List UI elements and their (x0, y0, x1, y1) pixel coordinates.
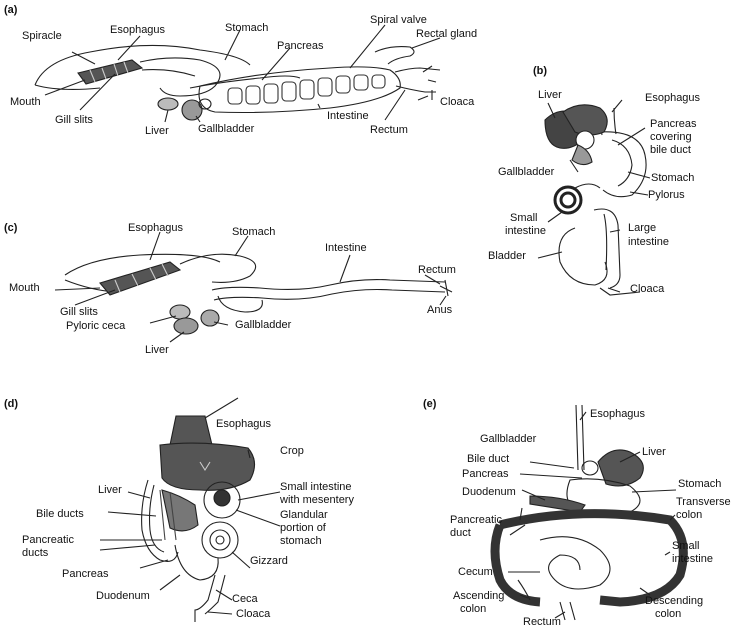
label-c-gill-slits: Gill slits (60, 306, 98, 318)
label-c-stomach: Stomach (232, 226, 275, 238)
label-e-ascending-1: Ascending (453, 590, 504, 602)
label-d-cloaca: Cloaca (236, 608, 270, 620)
label-b-gallbladder: Gallbladder (498, 166, 554, 178)
panel-a-drawing (35, 25, 440, 122)
label-b-pylorus: Pylorus (648, 189, 685, 201)
label-a-esophagus: Esophagus (110, 24, 165, 36)
panel-a-letter: (a) (4, 4, 17, 16)
label-c-liver: Liver (145, 344, 169, 356)
label-a-liver: Liver (145, 125, 169, 137)
label-d-pancreas: Pancreas (62, 568, 108, 580)
label-b-small-intestine-1: Small (510, 212, 538, 224)
label-e-duodenum: Duodenum (462, 486, 516, 498)
label-b-stomach: Stomach (651, 172, 694, 184)
label-e-small-intestine-2: intestine (672, 553, 713, 565)
label-e-descending-2: colon (655, 608, 681, 620)
panel-c-letter: (c) (4, 222, 17, 234)
label-e-ascending-2: colon (460, 603, 486, 615)
label-e-cecum: Cecum (458, 566, 493, 578)
label-b-large-intestine-1: Large (628, 222, 656, 234)
label-b-pancreas-1: Pancreas (650, 118, 696, 130)
label-e-bile-duct: Bile duct (467, 453, 509, 465)
label-d-ceca: Ceca (232, 593, 258, 605)
label-b-small-intestine-2: intestine (505, 225, 546, 237)
label-c-pyloric-ceca: Pyloric ceca (66, 320, 125, 332)
label-c-anus: Anus (427, 304, 452, 316)
label-d-crop: Crop (280, 445, 304, 457)
label-c-intestine: Intestine (325, 242, 367, 254)
panel-b-letter: (b) (533, 65, 547, 77)
label-c-mouth: Mouth (9, 282, 40, 294)
panel-d-drawing (100, 398, 280, 622)
label-b-pancreas-3: bile duct (650, 144, 691, 156)
label-c-rectum: Rectum (418, 264, 456, 276)
label-d-bile-ducts: Bile ducts (36, 508, 84, 520)
label-b-pancreas-2: covering (650, 131, 692, 143)
panel-b-drawing (538, 100, 650, 295)
label-a-intestine: Intestine (327, 110, 369, 122)
label-b-liver: Liver (538, 89, 562, 101)
label-a-spiral-valve: Spiral valve (370, 14, 427, 26)
label-e-transverse-1: Transverse (676, 496, 731, 508)
label-e-small-intestine-1: Small (672, 540, 700, 552)
label-a-gill-slits: Gill slits (55, 114, 93, 126)
label-b-bladder: Bladder (488, 250, 526, 262)
label-d-glandular-1: Glandular (280, 509, 328, 521)
label-a-stomach: Stomach (225, 22, 268, 34)
label-c-esophagus: Esophagus (128, 222, 183, 234)
label-d-duodenum: Duodenum (96, 590, 150, 602)
panel-e-letter: (e) (423, 398, 436, 410)
label-d-esophagus: Esophagus (216, 418, 271, 430)
label-e-pancreas: Pancreas (462, 468, 508, 480)
panel-d-letter: (d) (4, 398, 18, 410)
label-d-glandular-2: portion of (280, 522, 326, 534)
label-e-pancreatic-duct-1: Pancreatic (450, 514, 502, 526)
label-b-cloaca: Cloaca (630, 283, 664, 295)
label-c-gallbladder: Gallbladder (235, 319, 291, 331)
label-e-stomach: Stomach (678, 478, 721, 490)
label-e-pancreatic-duct-2: duct (450, 527, 471, 539)
label-a-pancreas: Pancreas (277, 40, 323, 52)
label-a-rectal-gland: Rectal gland (416, 28, 477, 40)
label-d-pancreatic-ducts-2: ducts (22, 547, 48, 559)
label-b-esophagus: Esophagus (645, 92, 700, 104)
label-e-gallbladder: Gallbladder (480, 433, 536, 445)
label-a-rectum: Rectum (370, 124, 408, 136)
label-e-esophagus: Esophagus (590, 408, 645, 420)
label-e-liver: Liver (642, 446, 666, 458)
label-a-cloaca: Cloaca (440, 96, 474, 108)
label-e-rectum: Rectum (523, 616, 561, 628)
label-d-pancreatic-ducts-1: Pancreatic (22, 534, 74, 546)
label-e-descending-1: Descending (645, 595, 703, 607)
label-d-small-intestine-2: with mesentery (280, 494, 354, 506)
label-d-small-intestine-1: Small intestine (280, 481, 352, 493)
label-e-transverse-2: colon (676, 509, 702, 521)
label-d-liver: Liver (98, 484, 122, 496)
label-b-large-intestine-2: intestine (628, 236, 669, 248)
label-d-glandular-3: stomach (280, 535, 322, 547)
label-a-gallbladder: Gallbladder (198, 123, 254, 135)
label-a-spiracle: Spiracle (22, 30, 62, 42)
label-a-mouth: Mouth (10, 96, 41, 108)
label-d-gizzard: Gizzard (250, 555, 288, 567)
